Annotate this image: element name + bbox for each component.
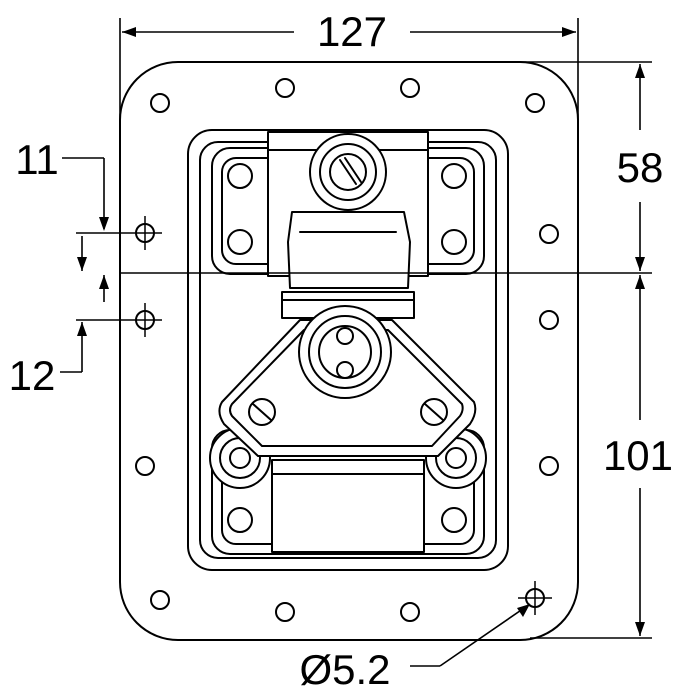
dimension-lower-height-label: 101	[603, 432, 673, 479]
lock-cylinder	[309, 133, 387, 211]
twist-lock-boss	[298, 305, 392, 399]
dimension-offset-11-label: 11	[15, 136, 59, 183]
crosshair-hole-upper	[128, 216, 162, 250]
dimension-left-offsets	[60, 157, 128, 373]
dimension-offset-12-label: 12	[9, 352, 56, 399]
lower-catch-plate	[211, 429, 485, 555]
dimension-upper-height-label: 58	[617, 144, 664, 191]
dimension-height-lines	[120, 61, 652, 639]
crosshair-hole-lower	[128, 303, 162, 337]
dimension-width	[119, 18, 579, 165]
dimension-hole-diameter-label: Ø5.2	[299, 646, 390, 693]
dimension-width-label: 127	[317, 8, 387, 55]
dimension-hole-diameter	[410, 603, 531, 667]
mounting-holes	[135, 78, 559, 622]
latch-body	[281, 211, 415, 319]
outer-flange	[119, 61, 579, 641]
crosshair-hole-diameter	[518, 581, 552, 615]
